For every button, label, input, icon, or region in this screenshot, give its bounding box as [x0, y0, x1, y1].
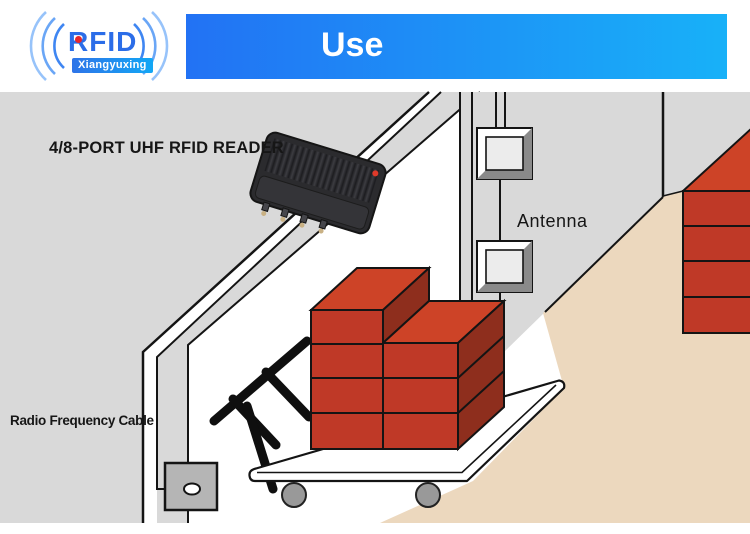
box-stack-center [308, 265, 507, 452]
antenna-label: Antenna [517, 211, 588, 231]
company-logo: RFID Xiangyuxing [18, 6, 180, 86]
box-pile-right [680, 128, 750, 334]
reader-led [372, 170, 379, 177]
brand-dot-icon [75, 36, 82, 43]
cable-label: Radio Frequency Cable [10, 413, 154, 428]
cart-wheels [281, 482, 441, 508]
floor [380, 190, 750, 523]
reader-label: 4/8-PORT UHF RFID READER [49, 139, 284, 157]
section-banner: Use [186, 14, 727, 79]
rfid-reader-device [249, 131, 387, 235]
antenna-panel-1 [476, 127, 533, 180]
radio-waves-icon [29, 11, 169, 81]
brand-subtitle: Xiangyuxing [72, 58, 153, 73]
antenna-ports [261, 201, 328, 234]
antenna-panel-2 [476, 240, 533, 293]
section-title: Use [321, 26, 384, 64]
cable-outlet-box [163, 461, 219, 512]
